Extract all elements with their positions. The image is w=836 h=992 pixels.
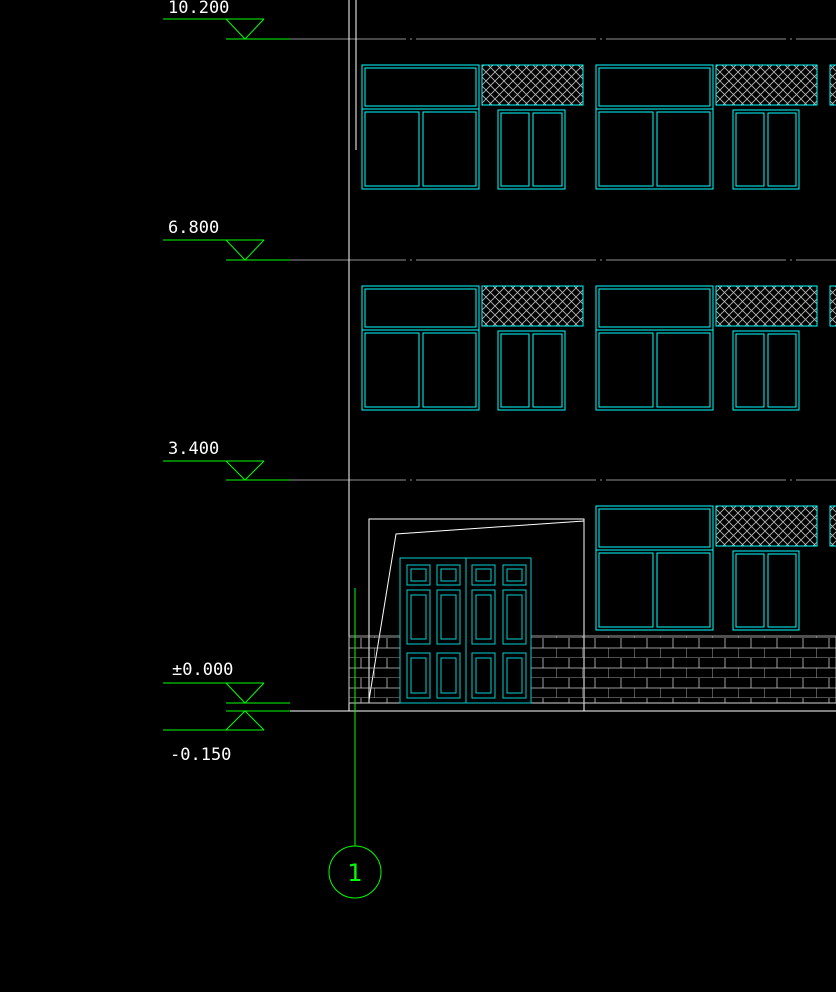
brick-plinth <box>348 635 836 704</box>
level-label-6800: 6.800 <box>168 218 219 238</box>
grid-axis-label: 1 <box>347 859 362 887</box>
level-label-3400: 3.400 <box>168 439 219 459</box>
level-marker-10200 <box>163 18 290 40</box>
level-label-0000: ±0.000 <box>172 660 233 680</box>
louver-panel <box>715 285 818 327</box>
louver-panel <box>481 64 584 106</box>
level-marker-6800 <box>163 239 290 261</box>
louver-panel <box>715 505 818 547</box>
window-group-a <box>361 64 584 190</box>
window-group-a <box>361 285 584 411</box>
level-marker-0000 <box>163 682 290 704</box>
louver-panel <box>715 64 818 106</box>
floor-2-windows <box>361 285 836 411</box>
level-label-10200: 10.200 <box>168 0 229 18</box>
floor-3-windows <box>361 64 836 190</box>
grid-axis-1 <box>328 588 382 899</box>
entrance-door <box>399 557 532 704</box>
level-label-minus0150: -0.150 <box>170 745 231 765</box>
level-marker-minus0150 <box>163 710 290 731</box>
building-outline <box>290 0 836 712</box>
level-lines <box>226 38 836 481</box>
window-group-b <box>595 285 836 411</box>
louver-panel <box>481 285 584 327</box>
floor-1-windows <box>595 505 836 631</box>
window-group-b <box>595 64 836 190</box>
level-marker-3400 <box>163 460 290 481</box>
